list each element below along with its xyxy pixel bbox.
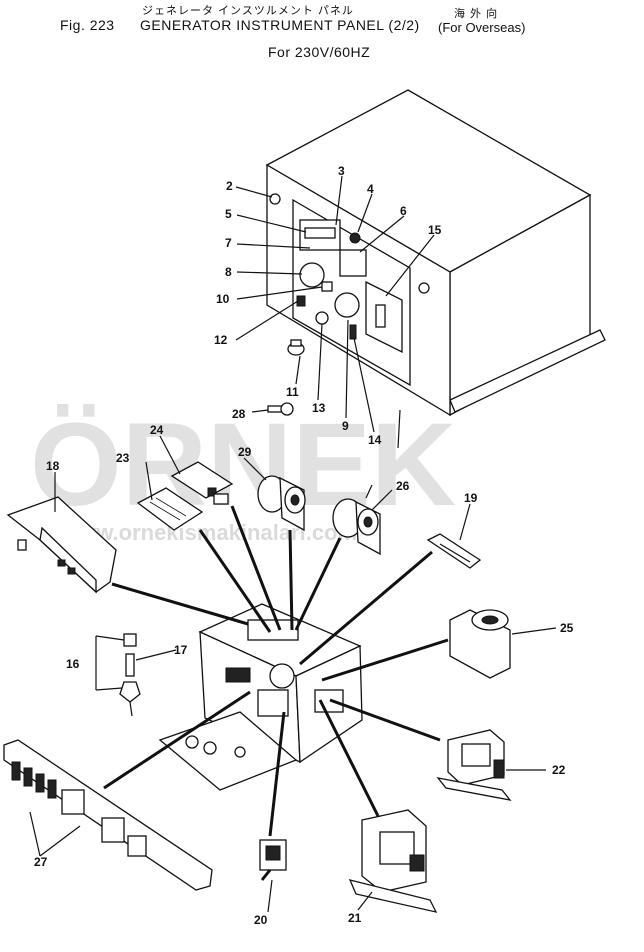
overseas-note: (For Overseas) xyxy=(438,20,526,35)
assembly-arrows xyxy=(103,505,449,837)
transformer-22 xyxy=(436,729,512,801)
label-26: 26 xyxy=(396,479,410,493)
label-8: 8 xyxy=(225,265,232,279)
label-3: 3 xyxy=(338,164,345,178)
terminal-strip-27 xyxy=(3,739,213,891)
label-7: 7 xyxy=(225,236,232,250)
label-22: 22 xyxy=(552,763,566,777)
watermark-url: www.ornekismakinalari.com.tr xyxy=(61,520,380,545)
label-28: 28 xyxy=(232,407,246,421)
label-24: 24 xyxy=(150,423,164,437)
label-29: 29 xyxy=(238,445,252,459)
bolt-28 xyxy=(267,402,294,416)
label-10: 10 xyxy=(216,292,230,306)
central-chassis xyxy=(158,603,363,791)
transformer-25 xyxy=(449,609,511,679)
label-11: 11 xyxy=(286,385,299,399)
fuse-assembly-16-17 xyxy=(119,633,141,717)
label-5: 5 xyxy=(225,207,232,221)
bracket-19 xyxy=(426,533,482,569)
label-6: 6 xyxy=(400,204,407,218)
leader-lines xyxy=(29,175,557,913)
knob-11 xyxy=(287,339,305,356)
plate-23 xyxy=(136,487,204,531)
label-21: 21 xyxy=(348,911,362,925)
label-20: 20 xyxy=(254,913,268,927)
label-15: 15 xyxy=(428,223,442,237)
japanese-title: ジェネレータ インスツルメント パネル xyxy=(142,5,354,17)
panel-box-18 xyxy=(6,496,117,594)
watermark-logo: ÖRNEK xyxy=(30,399,456,531)
label-18: 18 xyxy=(46,459,60,473)
figure-label: Fig. 223 xyxy=(60,17,115,33)
label-23: 23 xyxy=(116,451,130,465)
japanese-note: 海 外 向 xyxy=(454,8,499,20)
label-14: 14 xyxy=(368,433,382,447)
figure-subtitle: For 230V/60HZ xyxy=(268,44,371,60)
label-4: 4 xyxy=(367,182,374,196)
label-27: 27 xyxy=(34,855,48,869)
part-number-labels: 2 3 4 5 6 7 8 9 10 11 12 13 14 15 16 17 … xyxy=(34,164,574,927)
coil-29 xyxy=(257,475,306,532)
instrument-panel-housing xyxy=(265,89,606,417)
toggle-switch-20 xyxy=(259,839,287,881)
label-17: 17 xyxy=(174,643,188,657)
label-25: 25 xyxy=(560,621,574,635)
label-12: 12 xyxy=(214,333,228,347)
label-2: 2 xyxy=(226,179,233,193)
transformer-21 xyxy=(348,809,438,913)
figure-title: GENERATOR INSTRUMENT PANEL (2/2) xyxy=(140,17,420,33)
coil-26 xyxy=(332,484,381,556)
label-19: 19 xyxy=(464,491,478,505)
circuit-board-24 xyxy=(170,461,234,505)
label-13: 13 xyxy=(312,401,326,415)
label-9: 9 xyxy=(342,419,349,433)
label-16: 16 xyxy=(66,657,80,671)
